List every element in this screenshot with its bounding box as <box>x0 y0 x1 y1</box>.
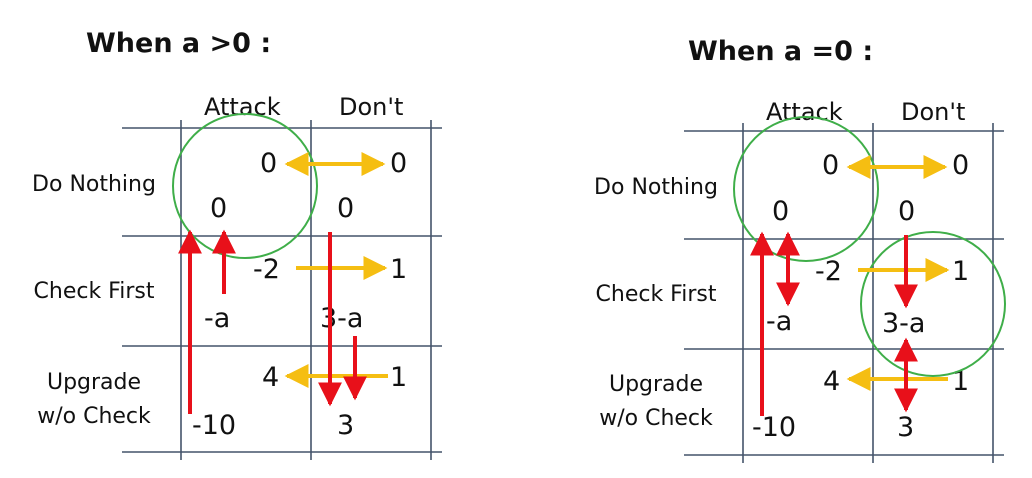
payoff-dont-player2-do-nothing: 0 <box>952 150 970 181</box>
payoff-dont-player1-check-first: 3-a <box>882 308 926 339</box>
payoff-attack-player1-check-first: -a <box>766 306 793 337</box>
payoff-attack-player1-upgrade: -10 <box>752 412 797 443</box>
equilibrium-circle <box>172 113 318 259</box>
column-header-dont: Don't <box>339 93 404 121</box>
payoff-attack-player2-upgrade: 4 <box>262 362 280 393</box>
payoff-attack-player2-do-nothing: 0 <box>260 148 278 179</box>
row-label-upgrade: Upgrade <box>608 372 704 397</box>
payoff-attack-player2-do-nothing: 0 <box>822 150 840 181</box>
payoff-attack-player1-upgrade: -10 <box>192 410 237 441</box>
equilibrium-circle <box>860 231 1006 377</box>
payoff-dont-player2-upgrade: 1 <box>390 362 408 393</box>
row-label-do-nothing: Do Nothing <box>594 175 718 200</box>
panel-title: When a >0 : <box>86 28 272 59</box>
payoff-dont-player2-check-first: 1 <box>952 256 970 287</box>
payoff-dont-player1-do-nothing: 0 <box>898 196 916 227</box>
column-header-attack: Attack <box>766 98 843 126</box>
equilibrium-circle <box>733 116 879 262</box>
payoff-attack-player2-upgrade: 4 <box>823 366 841 397</box>
payoff-dont-player1-upgrade: 3 <box>897 412 915 443</box>
grid-right <box>684 123 1004 463</box>
payoff-dont-player1-check-first: 3-a <box>320 303 364 334</box>
payoff-attack-player1-do-nothing: 0 <box>772 196 790 227</box>
row-label-do-nothing: Do Nothing <box>32 172 156 197</box>
payoff-attack-player2-check-first: -2 <box>815 256 842 287</box>
payoff-dont-player1-do-nothing: 0 <box>337 193 355 224</box>
row-label-without-check: w/o Check <box>599 406 713 431</box>
row-label-check-first: Check First <box>33 279 155 304</box>
row-label-upgrade: Upgrade <box>46 370 142 395</box>
payoff-dont-player2-do-nothing: 0 <box>390 148 408 179</box>
row-label-without-check: w/o Check <box>37 404 151 429</box>
payoff-attack-player2-check-first: -2 <box>253 254 280 285</box>
payoff-dont-player2-check-first: 1 <box>390 254 408 285</box>
payoff-attack-player1-check-first: -a <box>204 303 231 334</box>
payoff-dont-player1-upgrade: 3 <box>337 410 355 441</box>
column-header-dont: Don't <box>901 98 966 126</box>
payoff-dont-player2-upgrade: 1 <box>952 366 970 397</box>
grid-left <box>122 120 442 460</box>
panel-title: When a =0 : <box>688 36 874 67</box>
row-label-check-first: Check First <box>595 282 717 307</box>
payoff-attack-player1-do-nothing: 0 <box>210 193 228 224</box>
